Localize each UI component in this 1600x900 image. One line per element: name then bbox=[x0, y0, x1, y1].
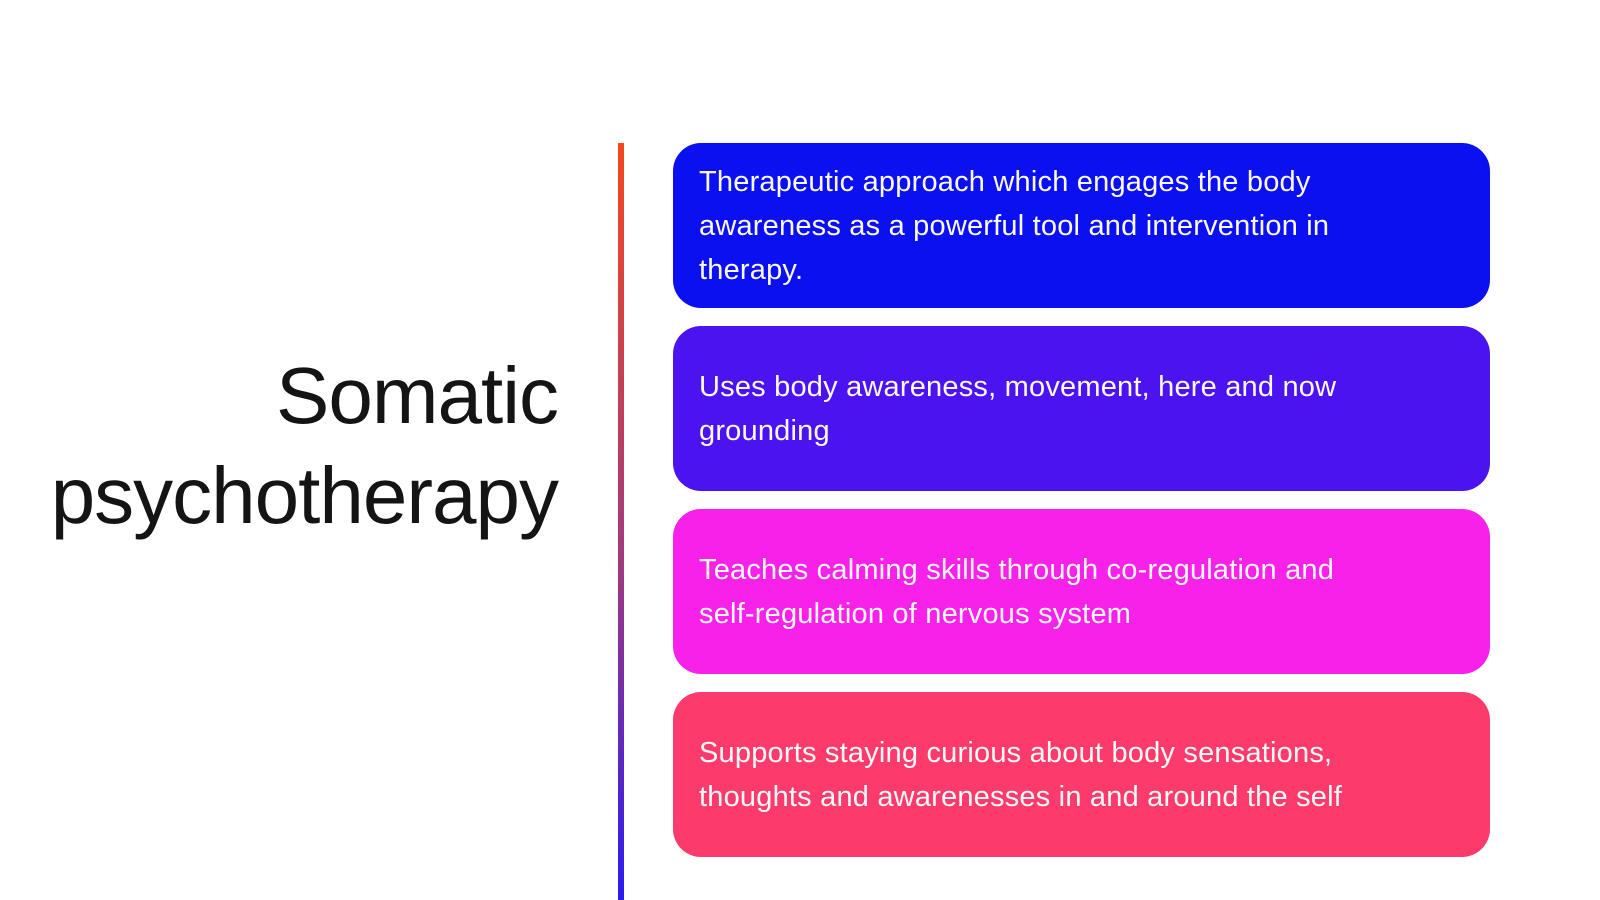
box-text: Supports staying curious about body sens… bbox=[699, 736, 1343, 813]
box-text: Teaches calming skills through co-regula… bbox=[699, 553, 1335, 630]
content-box-list: Therapeutic approach which engages the b… bbox=[673, 143, 1490, 857]
box-text: Therapeutic approach which engages the b… bbox=[699, 165, 1330, 286]
divider-line bbox=[618, 143, 624, 900]
slide-title: Somatic psychotherapy bbox=[50, 351, 559, 540]
box-text: Uses body awareness, movement, here and … bbox=[699, 370, 1337, 447]
content-box-therapeutic-approach: Therapeutic approach which engages the b… bbox=[673, 143, 1490, 308]
content-box-staying-curious: Supports staying curious about body sens… bbox=[673, 692, 1490, 857]
content-box-calming-skills: Teaches calming skills through co-regula… bbox=[673, 509, 1490, 674]
content-box-body-awareness: Uses body awareness, movement, here and … bbox=[673, 326, 1490, 491]
